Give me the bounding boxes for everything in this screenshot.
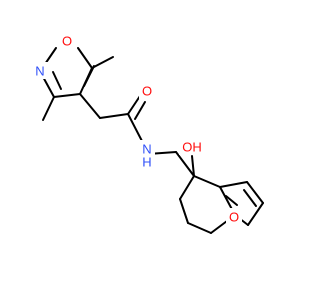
furan-oxygen-label: O (229, 210, 239, 225)
bond (191, 155, 195, 177)
bond (127, 113, 144, 144)
bond (99, 113, 129, 119)
isoxazole-oxygen-label: O (62, 34, 72, 49)
hydroxy-label: OH (182, 140, 202, 155)
amide-nitrogen-atom: N H (139, 140, 155, 170)
bond (179, 198, 189, 224)
bond (127, 95, 141, 115)
bond (52, 71, 62, 90)
bond (42, 96, 55, 121)
isoxazole-oxygen-atom: O (59, 32, 75, 49)
bond (79, 93, 101, 119)
bond (187, 222, 212, 234)
bond (134, 101, 146, 120)
bond (83, 65, 95, 87)
carbonyl-oxygen-atom: O (139, 82, 155, 99)
molecule-diagram: O N O N H OH O (33, 32, 264, 234)
amide-nitrogen-label: N (142, 142, 151, 157)
bond (91, 56, 114, 69)
bond (246, 181, 264, 204)
bond (243, 189, 257, 207)
isoxazole-nitrogen-label: N (35, 64, 44, 79)
furan-oxygen-atom: O (226, 208, 242, 225)
bond (247, 202, 264, 226)
bond (219, 181, 248, 188)
bond (193, 175, 221, 188)
bond (225, 195, 238, 206)
isoxazole-nitrogen-atom: N (33, 62, 48, 79)
carbonyl-oxygen-label: O (142, 84, 152, 99)
bond (175, 151, 195, 177)
hydroxy-group: OH (179, 138, 205, 155)
bond (179, 175, 195, 200)
bond (53, 93, 81, 98)
atom-label-layer: O N O N H OH O (33, 32, 242, 225)
bond (77, 47, 93, 69)
amide-hydrogen-label: H (142, 155, 151, 170)
